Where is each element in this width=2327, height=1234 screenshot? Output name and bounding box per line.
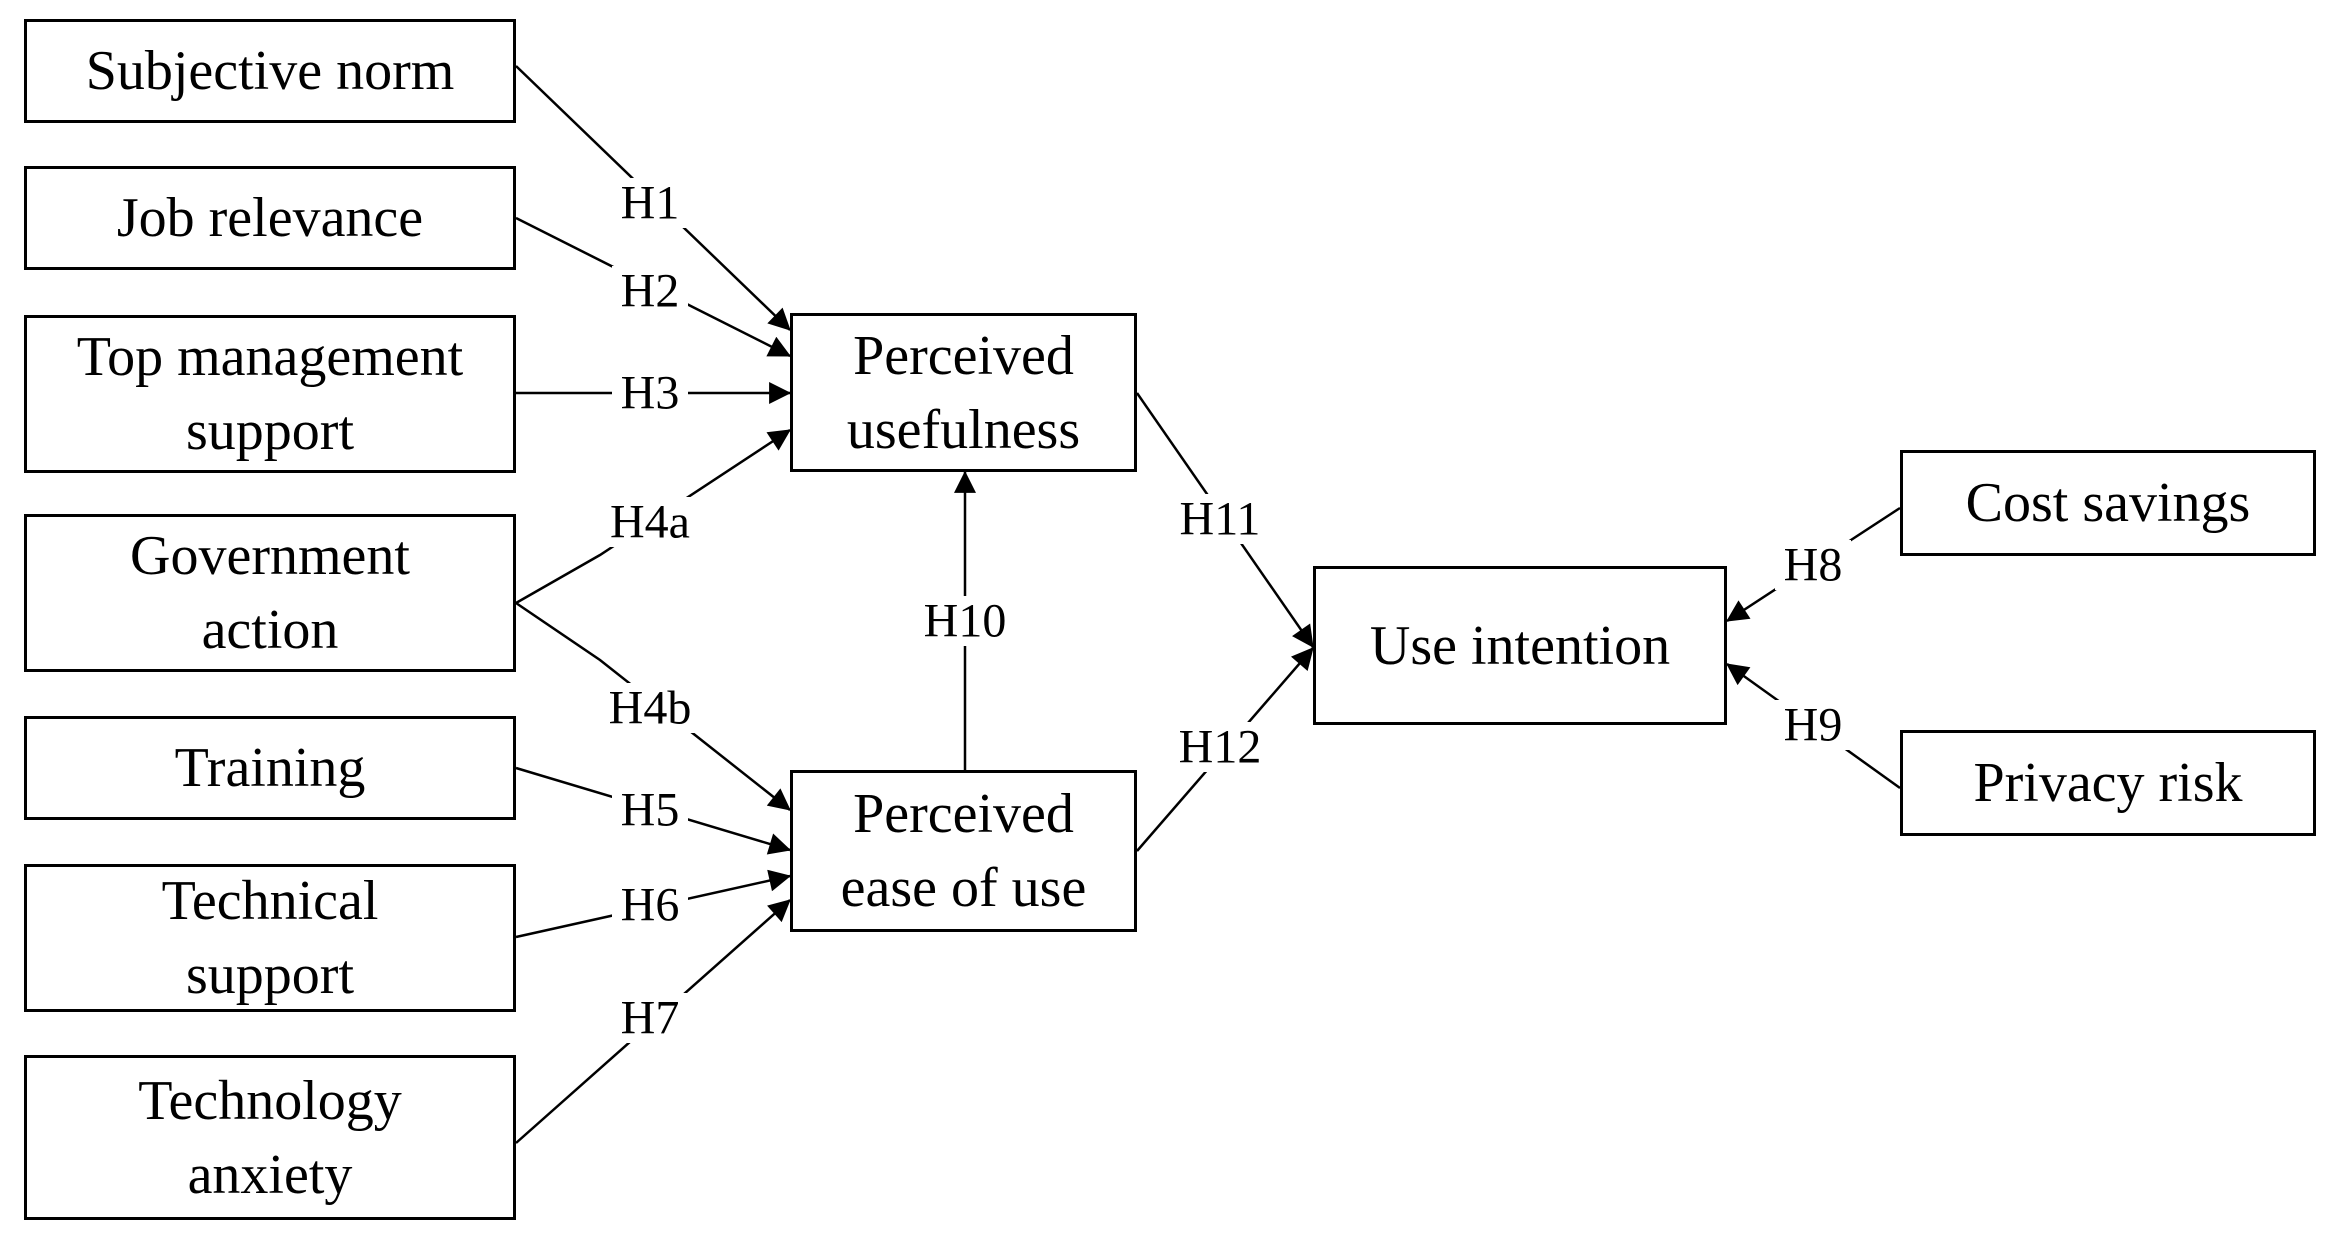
svg-text:H2: H2	[621, 265, 680, 318]
svg-text:H4b: H4b	[609, 682, 692, 735]
label-h12: H12	[1172, 721, 1268, 774]
label-h2: H2	[612, 265, 688, 318]
label-h3: H3	[612, 367, 688, 420]
svg-text:H12: H12	[1179, 721, 1262, 774]
node-top-management-support: Top management support	[24, 315, 516, 473]
edge-h4a	[515, 428, 791, 605]
node-perceived-ease-of-use: Perceived ease of use	[790, 770, 1137, 932]
svg-text:H4a: H4a	[610, 496, 690, 549]
node-subjective-norm: Subjective norm	[24, 19, 516, 123]
label-h9: H9	[1775, 699, 1851, 752]
svg-text:H11: H11	[1180, 493, 1261, 546]
node-use-intention: Use intention	[1313, 566, 1727, 725]
svg-text:H5: H5	[621, 784, 680, 837]
node-cost-savings: Cost savings	[1900, 450, 2316, 556]
svg-text:H3: H3	[621, 367, 680, 420]
svg-text:H7: H7	[621, 992, 680, 1045]
node-perceived-usefulness: Perceived usefulness	[790, 313, 1137, 472]
label-h6: H6	[612, 879, 688, 932]
label-h11: H11	[1172, 493, 1268, 546]
label-h4a: H4a	[600, 496, 700, 549]
edge-h4b	[515, 601, 791, 811]
node-training: Training	[24, 716, 516, 820]
label-h7: H7	[612, 992, 688, 1045]
label-h8: H8	[1775, 539, 1851, 592]
svg-text:H10: H10	[924, 595, 1007, 648]
node-government-action: Government action	[24, 514, 516, 672]
svg-text:H6: H6	[621, 879, 680, 932]
node-technical-support: Technical support	[24, 864, 516, 1012]
label-h10: H10	[917, 595, 1013, 648]
node-privacy-risk: Privacy risk	[1900, 730, 2316, 836]
label-h4b: H4b	[600, 682, 700, 735]
svg-text:H8: H8	[1784, 539, 1843, 592]
svg-text:H9: H9	[1784, 699, 1843, 752]
label-h5: H5	[612, 784, 688, 837]
node-technology-anxiety: Technology anxiety	[24, 1055, 516, 1220]
node-job-relevance: Job relevance	[24, 166, 516, 270]
label-h1: H1	[612, 177, 688, 230]
svg-text:H1: H1	[621, 177, 680, 230]
